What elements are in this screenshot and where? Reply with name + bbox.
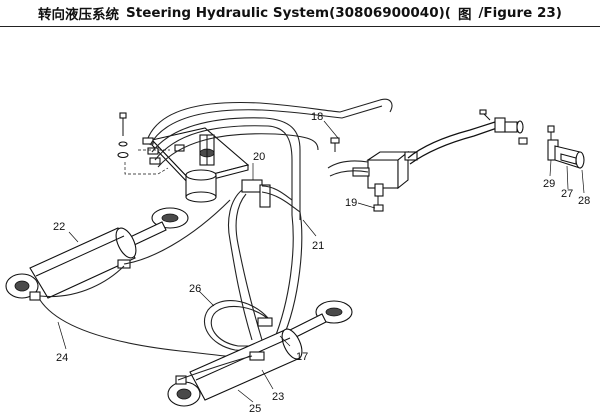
callout-23: 23 [272,391,284,403]
leader-lines [57,120,585,403]
priority-valve-group [327,109,585,212]
upper-hoses [147,98,393,220]
title-figure-cn: 图 [457,7,472,23]
callout-22: 22 [53,221,65,233]
callout-26: 26 [189,283,201,295]
callout-labels: 17 18 19 20 21 22 23 24 25 26 27 28 29 [53,111,590,414]
callout-20: 20 [253,151,265,163]
callout-25: 25 [249,403,261,414]
callout-21: 21 [312,240,324,252]
title-chinese: 转向液压系统 [38,7,120,23]
title-figure-en: /Figure 23) [478,5,562,21]
callout-18: 18 [311,111,323,123]
middle-hoses [203,189,303,353]
steering-unit [117,112,250,203]
title-english: Steering Hydraulic System(30806900040)( [126,5,451,21]
callout-28: 28 [578,195,590,207]
callout-17: 17 [296,351,308,363]
upper-cylinder [5,199,259,359]
figure-title: 转向液压系统 Steering Hydraulic System(3080690… [0,0,600,27]
lower-cylinder [167,300,353,407]
callout-27: 27 [561,188,573,200]
callout-19: 19 [345,197,357,209]
callout-24: 24 [56,352,68,364]
callout-29: 29 [543,178,555,190]
hydraulic-diagram: 17 18 19 20 21 22 23 24 25 26 27 28 29 [5,98,590,414]
